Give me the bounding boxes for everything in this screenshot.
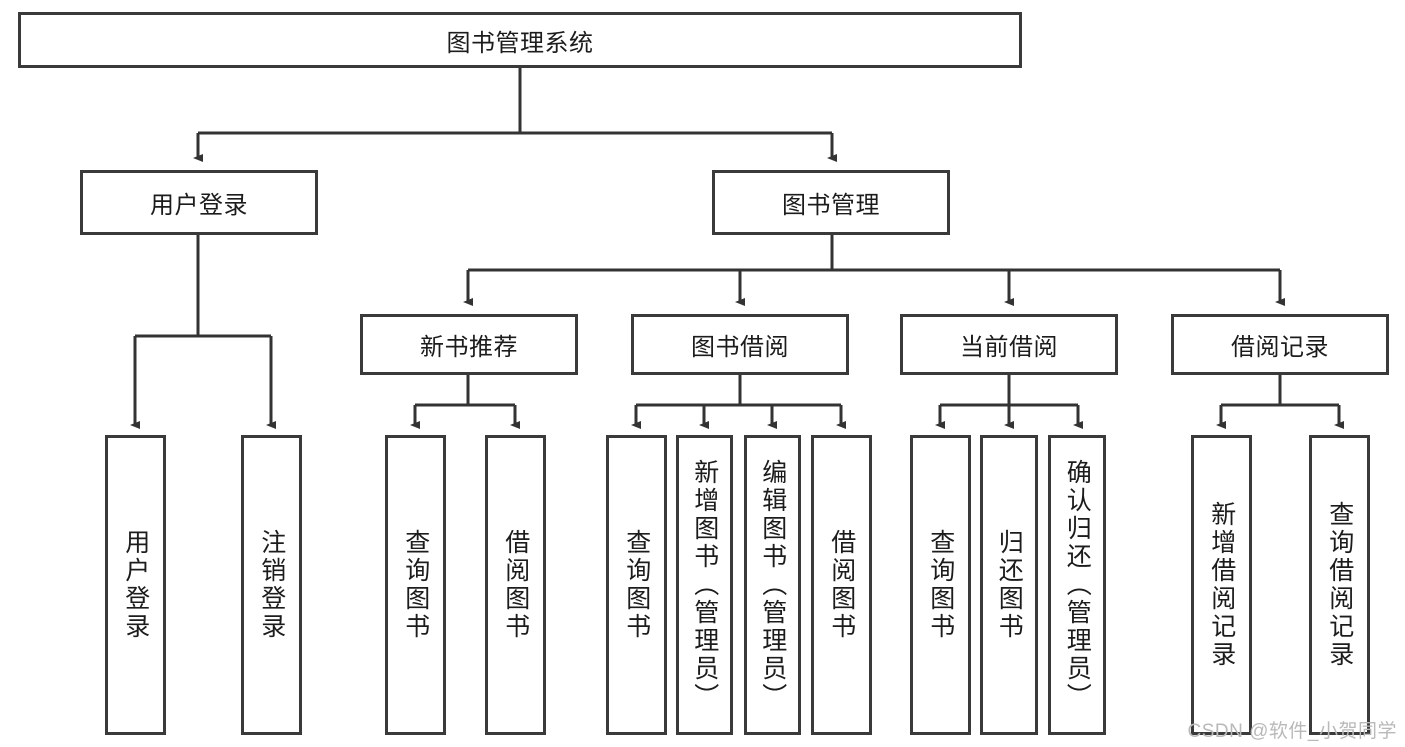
node-book-management[interactable]: 图书管理	[712, 170, 950, 235]
leaf-borrow-record-add[interactable]: 新增借阅记录	[1191, 435, 1252, 735]
node-label: 新增图书（管理员）	[690, 459, 719, 711]
leaf-user-login-login[interactable]: 用户登录	[105, 435, 166, 735]
node-root-system[interactable]: 图书管理系统	[18, 12, 1022, 68]
node-label: 图书管理	[782, 192, 880, 219]
node-label: 查询图书	[926, 529, 955, 641]
node-label: 编辑图书（管理员）	[758, 459, 787, 711]
leaf-book-borrow-edit[interactable]: 编辑图书（管理员）	[744, 435, 801, 735]
node-new-book-recommend[interactable]: 新书推荐	[360, 314, 578, 375]
leaf-user-login-logout[interactable]: 注销登录	[241, 435, 302, 735]
leaf-current-borrow-query[interactable]: 查询图书	[910, 435, 971, 735]
node-borrow-record[interactable]: 借阅记录	[1171, 314, 1389, 375]
leaf-current-borrow-confirm[interactable]: 确认归还（管理员）	[1048, 435, 1106, 735]
csdn-watermark: CSDN @软件_小贺同学	[1187, 721, 1397, 742]
node-label: 归还图书	[995, 529, 1024, 641]
node-label: 新增借阅记录	[1207, 501, 1236, 669]
leaf-borrow-record-query[interactable]: 查询借阅记录	[1309, 435, 1370, 735]
node-label: 当前借阅	[960, 334, 1058, 361]
leaf-current-borrow-return[interactable]: 归还图书	[980, 435, 1038, 735]
node-label: 借阅记录	[1231, 334, 1329, 361]
leaf-new-book-borrow[interactable]: 借阅图书	[485, 435, 546, 735]
leaf-book-borrow-query[interactable]: 查询图书	[606, 435, 667, 735]
node-user-login[interactable]: 用户登录	[80, 170, 318, 235]
node-current-borrow[interactable]: 当前借阅	[900, 314, 1118, 375]
node-book-borrow[interactable]: 图书借阅	[631, 314, 849, 375]
node-label: 借阅图书	[827, 529, 856, 641]
leaf-book-borrow-borrow[interactable]: 借阅图书	[811, 435, 872, 735]
node-label: 用户登录	[121, 529, 150, 641]
node-label: 图书借阅	[691, 334, 789, 361]
node-label: 注销登录	[257, 529, 286, 641]
node-label: 查询图书	[401, 529, 430, 641]
node-label: 图书管理系统	[446, 29, 594, 57]
node-label: 借阅图书	[501, 529, 530, 641]
leaf-book-borrow-add[interactable]: 新增图书（管理员）	[676, 435, 733, 735]
node-label: 用户登录	[150, 192, 248, 219]
node-label: 确认归还（管理员）	[1063, 459, 1092, 711]
node-label: 新书推荐	[420, 334, 518, 361]
node-label: 查询图书	[622, 529, 651, 641]
leaf-new-book-query[interactable]: 查询图书	[385, 435, 446, 735]
node-label: 查询借阅记录	[1325, 501, 1354, 669]
